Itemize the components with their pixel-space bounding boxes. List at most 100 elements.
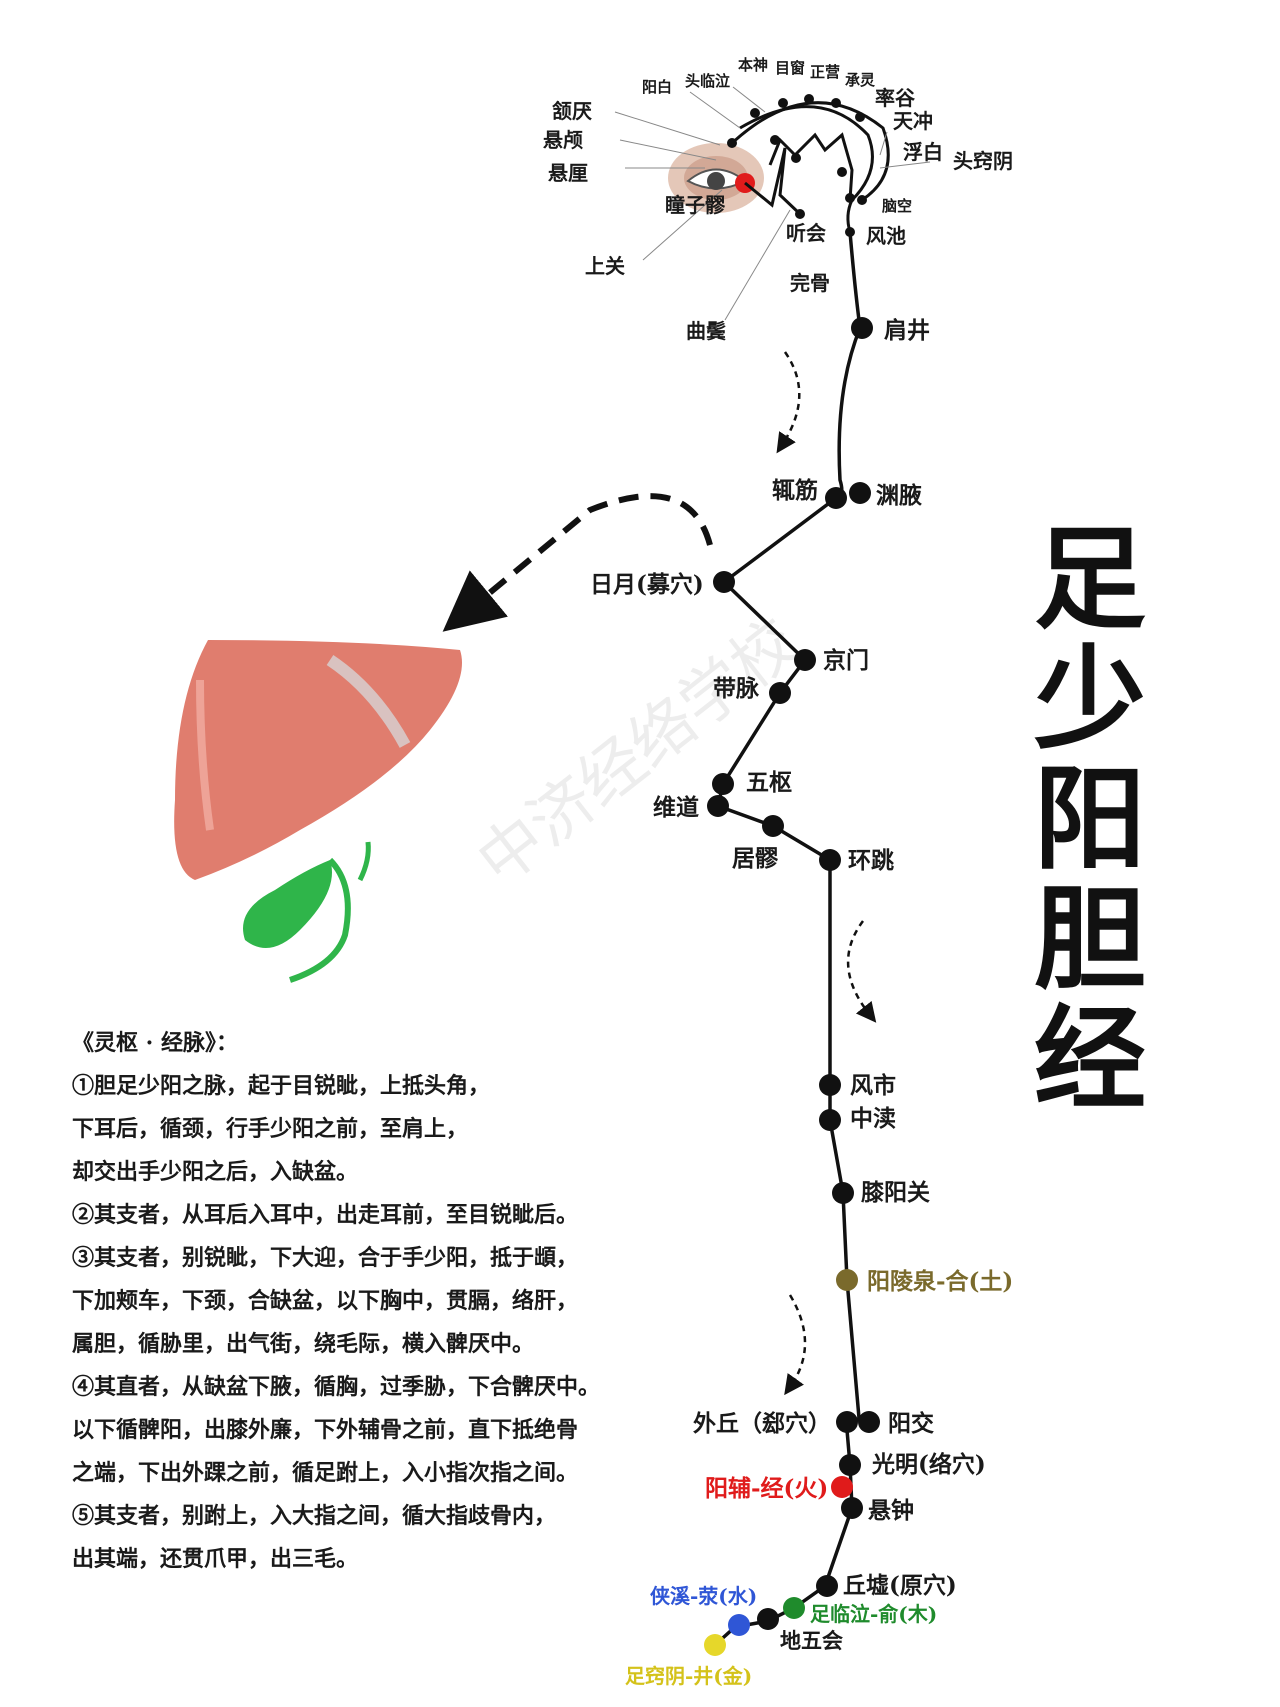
classic-line: ⑤其支者，别跗上，入大指之间，循大指歧骨内， [72, 1503, 557, 1529]
head-label-tianchong: 天冲 [893, 109, 933, 133]
classic-line: ②其支者，从耳后入耳中，出走耳前，至目锐眦后。 [72, 1202, 579, 1228]
point-zuqiaoyin [704, 1634, 726, 1656]
head-point-dot [845, 227, 855, 237]
classic-line: ③其支者，别锐眦，下大迎，合于手少阳，抵于䪼， [72, 1245, 579, 1271]
point-jingmen [794, 649, 816, 671]
point-weidao [707, 795, 729, 817]
point-juliao [762, 815, 784, 837]
point-xuanzhong [841, 1497, 863, 1519]
classic-line: 之端，下出外踝之前，循足跗上，入小指次指之间。 [72, 1460, 579, 1486]
title-char: 经 [1034, 995, 1146, 1125]
label-yangfu: 阳辅-经(火) [705, 1475, 828, 1502]
head-label-shuaigu: 率谷 [875, 86, 916, 110]
point-diwuhui [757, 1608, 779, 1630]
label-wushu: 五枢 [746, 769, 792, 796]
classic-heading: 《灵枢 · 经脉》： [72, 1030, 238, 1056]
label-guangming: 光明(络穴) [871, 1451, 986, 1478]
head-label-yangbai: 阳白 [642, 78, 672, 96]
label-jianjing: 肩井 [884, 317, 930, 344]
classic-line: 却交出手少阳之后，入缺盆。 [72, 1159, 359, 1185]
label-zulinqi: 足临泣-俞(木) [810, 1602, 937, 1626]
head-label-xuanli: 悬厘 [548, 161, 588, 185]
classic-line: 出其端，还贯爪甲，出三毛。 [72, 1546, 359, 1572]
classic-line: 以下循髀阳，出膝外廉，下外辅骨之前，直下抵绝骨 [72, 1417, 579, 1443]
label-yanglingquan: 阳陵泉-合(土) [867, 1268, 1013, 1295]
point-guangming [839, 1454, 861, 1476]
body-points [704, 317, 880, 1656]
point-jianjing [851, 317, 873, 339]
point-zulinqi [783, 1597, 805, 1619]
point-huantiao [819, 849, 841, 871]
classic-line: 属胆，循胁里，出气街，绕毛际，横入髀厌中。 [72, 1331, 535, 1357]
point-xiyangguan [832, 1182, 854, 1204]
classic-line: 下加颊车，下颈，合缺盆，以下胸中，贯膈，络肝， [72, 1288, 579, 1314]
point-wushu [712, 773, 734, 795]
label-jingmen: 京门 [823, 647, 869, 674]
head-label-muchuang: 目窗 [775, 59, 805, 77]
head-label-qubin: 曲鬓 [686, 319, 726, 343]
head-meridian-lines [728, 101, 890, 233]
label-yuanye: 渊腋 [876, 482, 922, 509]
gallbladder-icon [243, 841, 371, 983]
head-label-shangguan: 上关 [585, 254, 625, 278]
head-ear-icon [668, 143, 764, 213]
head-point-dot [845, 193, 855, 203]
label-zuqiaoyin: 足窍阴-井(金) [625, 1664, 752, 1688]
label-riyue: 日月(募穴) [590, 571, 704, 598]
head-label-benshen: 本神 [738, 56, 768, 74]
head-point-dot [857, 195, 867, 205]
head-label-wangu: 完骨 [790, 271, 830, 295]
head-label-chengling: 承灵 [845, 71, 876, 89]
label-daimai: 带脉 [713, 675, 760, 702]
head-label-toulinqi: 头临泣 [685, 72, 730, 90]
head-point-dot [778, 98, 788, 108]
point-waiqiu [836, 1411, 858, 1433]
label-xuanzhong: 悬钟 [868, 1497, 914, 1524]
head-label-fengchi: 风池 [866, 224, 906, 248]
label-zhejin: 辄筋 [772, 477, 818, 504]
label-diwuhui: 地五会 [780, 1628, 843, 1653]
point-yangjiao [858, 1411, 880, 1433]
dashed-arrow-icon [442, 493, 713, 632]
point-qiuxu [816, 1575, 838, 1597]
point-riyue [713, 571, 735, 593]
head-leader-lines [614, 86, 931, 321]
title-char: 足 [1034, 515, 1146, 645]
head-points [727, 94, 867, 237]
label-zhongdu: 中渎 [850, 1105, 896, 1132]
head-label-tinghui: 听会 [786, 221, 826, 245]
dashed-arrow-icon [776, 351, 877, 1396]
head-point-dot [750, 108, 760, 118]
point-fengshi [819, 1074, 841, 1096]
point-yanglingquan [836, 1269, 858, 1291]
head-point-dot [727, 138, 737, 148]
head-point-dot [837, 167, 847, 177]
head-label-naokong: 脑空 [882, 197, 912, 215]
title-char: 胆 [1034, 875, 1146, 1005]
head-label-xuanlu: 悬颅 [543, 128, 583, 152]
point-zhejin [825, 487, 847, 509]
head-label-zhengying: 正营 [810, 63, 840, 81]
head-label-touqiaoyin: 头窍阴 [953, 149, 1013, 173]
head-point-dot [795, 209, 805, 219]
meridian-main-line [713, 231, 862, 1647]
point-daimai [769, 682, 791, 704]
label-xiyangguan: 膝阳关 [861, 1179, 930, 1206]
label-fengshi: 风市 [850, 1072, 896, 1099]
head-label-tongziliao: 瞳子髎 [665, 193, 725, 217]
point-yuanye [849, 482, 871, 504]
head-point-dot [831, 98, 841, 108]
label-juliao: 居髎 [732, 845, 779, 872]
head-label-hanyan: 颔厌 [552, 99, 592, 123]
head-point-dot [791, 153, 801, 163]
point-zhongdu [819, 1109, 841, 1131]
point-xiaxi [728, 1614, 750, 1636]
label-qiuxu: 丘墟(原穴) [843, 1572, 957, 1599]
point-yangfu [831, 1476, 853, 1498]
page-title: 足少阳胆经 [1015, 520, 1165, 1120]
classic-text-block: 《灵枢 · 经脉》： ①胆足少阳之脉，起于目锐眦，上抵头角， 下耳后，循颈，行手… [72, 1022, 712, 1581]
label-xiaxi: 侠溪-荥(水) [650, 1584, 757, 1608]
label-yangjiao: 阳交 [888, 1410, 934, 1437]
